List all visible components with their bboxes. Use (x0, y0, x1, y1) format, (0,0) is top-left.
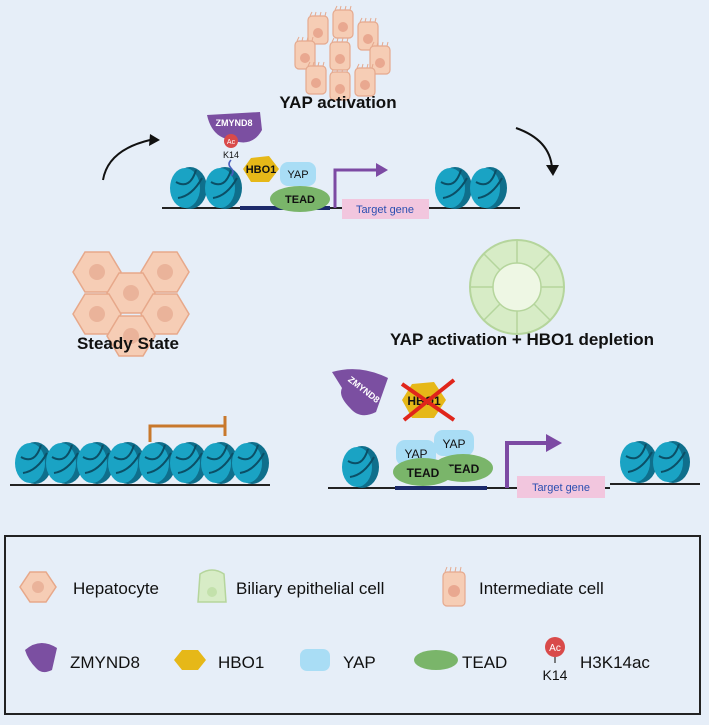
tead-bottom-left (393, 458, 453, 486)
yap-hbo1-depletion-title: YAP activation + HBO1 depletion (390, 330, 654, 349)
legend-yap-label: YAP (343, 653, 376, 672)
biliary-organoid (469, 239, 565, 335)
curved-arrow-down (515, 127, 553, 169)
yap-label-bottom-right: YAP (442, 437, 465, 451)
target-gene-label-top: Target gene (356, 204, 414, 216)
nucleosome (169, 166, 208, 210)
legend-hepatocyte-label: Hepatocyte (73, 579, 159, 598)
legend: Hepatocyte Biliary epithelial cell Inter… (4, 535, 701, 715)
acetyl-mark-top (224, 134, 238, 148)
arrowhead-up (149, 134, 160, 146)
tead-top (270, 186, 330, 212)
target-gene-box-bottom (517, 476, 605, 498)
target-gene-label-bottom: Target gene (532, 482, 590, 494)
repressed-chromatin (10, 441, 270, 486)
promoter-arrowhead-bottom (546, 434, 562, 452)
nucleosome (341, 445, 380, 489)
legend-intermediate-label: Intermediate cell (479, 579, 604, 598)
repression-bar (148, 424, 225, 442)
yap-label-top: YAP (287, 169, 308, 181)
yap-legend-icon (300, 649, 330, 671)
hbo1-top (243, 156, 279, 182)
yap-top (280, 162, 316, 186)
legend-tead-label: TEAD (462, 653, 507, 672)
nucleosome (434, 166, 473, 210)
legend-k14-label: K14 (543, 667, 568, 683)
target-gene-box-top (342, 199, 429, 219)
tead-legend-icon (414, 650, 458, 670)
zmynd8-top: ZMYND8 (207, 112, 262, 143)
tead-label-top: TEAD (285, 194, 315, 206)
curved-arrow-up (102, 139, 151, 181)
legend-hbo1-label: HBO1 (218, 653, 264, 672)
biliary-cell-legend-icon (197, 569, 227, 603)
yap-activation-title: YAP activation (279, 93, 396, 112)
yap-label-bottom-left: YAP (404, 447, 427, 461)
steady-state-title: Steady State (77, 334, 179, 353)
promoter-arrow-bottom (505, 441, 548, 488)
nucleosome (652, 440, 691, 484)
cross-line (402, 378, 456, 422)
tead-label-bottom-left: TEAD (407, 466, 440, 480)
histone-tail-top (228, 159, 234, 177)
zmynd8-label-top: ZMYND8 (215, 118, 252, 128)
zmynd8-bottom: ZMYND8 (332, 369, 388, 416)
nucleosome (619, 440, 658, 484)
nucleosome (204, 166, 243, 210)
k14-label-top: K14 (223, 150, 239, 160)
ac-label-top: Ac (227, 139, 236, 146)
legend-h3k14ac-label: H3K14ac (580, 653, 650, 672)
intermediate-cell-cluster (294, 5, 391, 101)
tead-label-bottom-right: TEAD (447, 462, 480, 476)
promoter-arrow-top (333, 168, 378, 208)
hepatocyte-legend-icon (19, 571, 57, 603)
arrowhead-down (546, 165, 559, 176)
yap-bottom-right (434, 430, 474, 456)
zmynd8-legend-icon (25, 642, 57, 673)
promoter-arrowhead-top (376, 163, 388, 177)
nucleosome (469, 166, 508, 210)
legend-biliary-label: Biliary epithelial cell (236, 579, 384, 598)
legend-box (4, 535, 701, 715)
top-chromatin (162, 166, 520, 210)
legend-ac-label: Ac (549, 643, 561, 654)
acetyl-legend-icon (545, 637, 565, 657)
intermediate-cell-legend-icon (442, 566, 466, 607)
hbo1-legend-icon (174, 650, 206, 670)
hbo1-label-top: HBO1 (246, 164, 277, 176)
legend-zmynd8-label: ZMYND8 (70, 653, 140, 672)
